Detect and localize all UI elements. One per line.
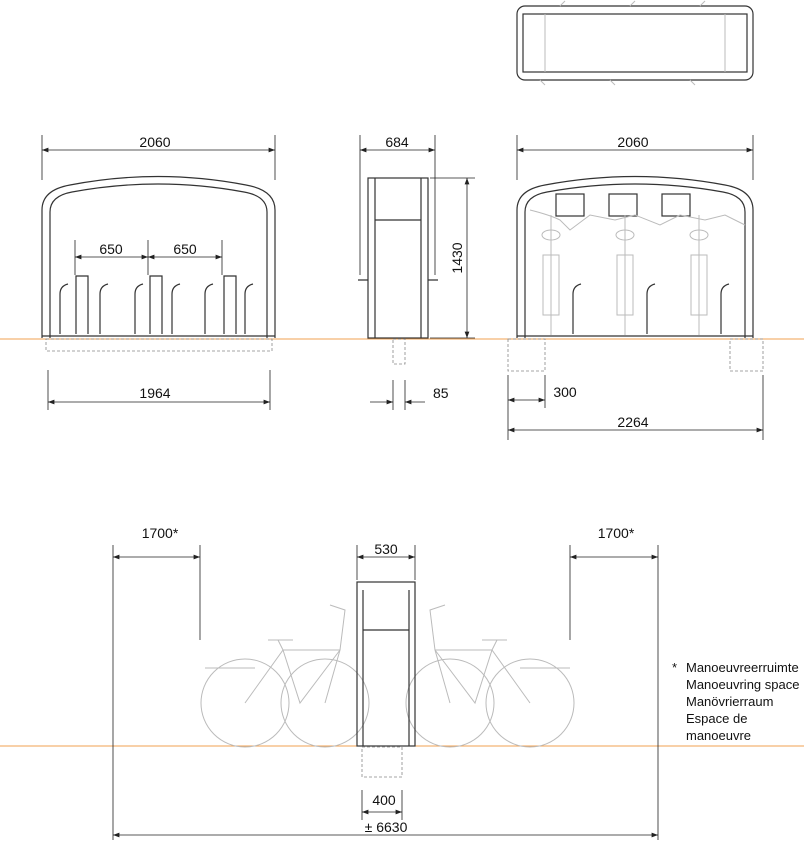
dim-depth: 684 <box>385 134 409 150</box>
dim-spacing-2: 650 <box>173 241 197 257</box>
dim-width-2: 2060 <box>617 134 648 150</box>
legend-line-en: Manoeuvring space <box>686 677 800 692</box>
dim-total-width: 2264 <box>617 414 648 430</box>
top-view <box>516 0 754 86</box>
legend-marker: * <box>672 660 678 675</box>
dim-total-length: ± 6630 <box>365 819 408 835</box>
legend-line-fr: Espace de manoeuvre <box>686 711 752 743</box>
dim-right-clearance: 1700* <box>598 525 635 541</box>
side-view: 684 1430 85 <box>358 134 475 410</box>
dim-left-clearance: 1700* <box>142 525 179 541</box>
bike-left <box>200 604 370 748</box>
dim-height: 1430 <box>449 242 465 273</box>
front-view-dimensions: 2060 650 650 1964 <box>41 134 276 410</box>
legend: * Manoeuvreerruimte Manoeuvring space Ma… <box>672 659 804 744</box>
side-view-with-bikes: 1700* 1700* 530 400 ± 6630 <box>112 525 659 840</box>
dim-unit-depth: 530 <box>374 541 398 557</box>
bike-right <box>405 604 575 748</box>
dim-width: 2060 <box>139 134 170 150</box>
front-view-with-bikes: 2060 300 2264 <box>507 134 764 440</box>
dim-foundation-width: 300 <box>553 384 577 400</box>
legend-line-nl: Manoeuvreerruimte <box>686 660 799 675</box>
dim-foundation: 85 <box>433 385 449 401</box>
dim-base-width: 1964 <box>139 385 170 401</box>
front-view-shelter <box>41 175 276 352</box>
dim-spacing-1: 650 <box>99 241 123 257</box>
dim-plan-foundation: 400 <box>372 792 396 808</box>
rack-unit <box>356 581 416 747</box>
legend-line-de: Manövrierraum <box>686 694 774 709</box>
